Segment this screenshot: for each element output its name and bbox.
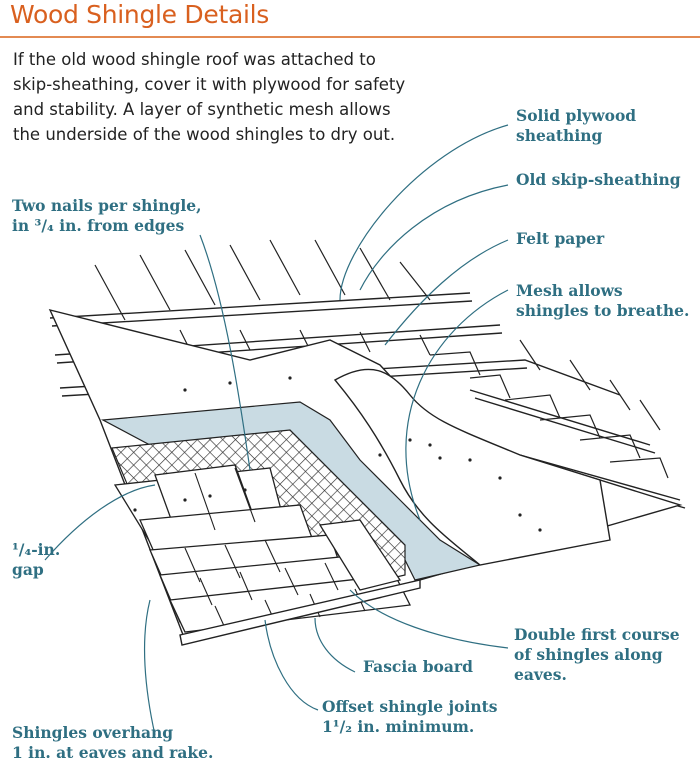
label-solid-plywood: Solid plywood sheathing	[516, 106, 637, 145]
fascia-board	[179, 579, 421, 646]
leader-lines	[44, 124, 509, 736]
label-two-nails: Two nails per shingle, in ³/₄ in. from e…	[12, 196, 202, 235]
label-gap: ¹/₄-in. gap	[12, 540, 61, 579]
old-shingles	[94, 239, 669, 479]
felt-roll	[333, 368, 611, 566]
label-fascia-board: Fascia board	[363, 657, 473, 676]
label-mesh: Mesh allows shingles to breathe.	[516, 281, 690, 320]
label-double-course: Double first course of shingles along ea…	[514, 625, 680, 684]
label-offset-joints: Offset shingle joints 1¹/₂ in. minimum.	[322, 697, 498, 736]
intro-text: If the old wood shingle roof was attache…	[13, 50, 406, 144]
title-rule	[0, 36, 700, 38]
shingle-joints	[184, 467, 366, 629]
label-felt-paper: Felt paper	[516, 229, 605, 248]
label-shingles-overhang: Shingles overhang 1 in. at eaves and rak…	[12, 723, 214, 762]
nail-dots	[133, 376, 542, 532]
label-old-skip-sheathing: Old skip-sheathing	[516, 170, 681, 189]
page-title: Wood Shingle Details	[10, 0, 269, 29]
